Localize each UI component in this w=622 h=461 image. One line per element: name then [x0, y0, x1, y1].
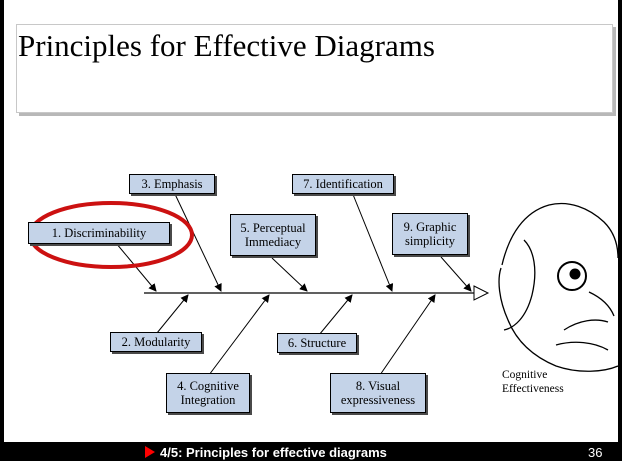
principle-label-line1: 4. Cognitive — [177, 379, 239, 393]
principle-box-graphic-simplicity: 9. Graphic simplicity — [392, 213, 468, 255]
principle-label-line1: 5. Perceptual — [240, 221, 306, 235]
principle-label: 1. Discriminability — [51, 226, 147, 240]
fish-eye-pupil — [569, 268, 581, 280]
outcome-line2: Effectiveness — [502, 383, 564, 395]
rib-perceptual-immediacy — [271, 257, 308, 292]
fishbone-diagram — [28, 191, 618, 376]
principle-label-line1: 9. Graphic — [403, 220, 457, 234]
slide: Principles for Effective Diagrams — [4, 0, 618, 442]
principle-label-line2: Integration — [180, 393, 236, 407]
outcome-line1: Cognitive — [502, 369, 548, 381]
rib-structure — [318, 294, 353, 336]
rib-emphasis — [173, 191, 222, 292]
principle-box-identification: 7. Identification — [292, 174, 394, 194]
principle-box-emphasis: 3. Emphasis — [129, 174, 215, 194]
footer-section-title: 4/5: Principles for effective diagrams — [160, 445, 387, 460]
principle-box-modularity: 2. Modularity — [110, 332, 202, 352]
rib-identification — [351, 191, 394, 292]
footer-bar: 4/5: Principles for effective diagrams 3… — [0, 442, 622, 461]
principle-box-discriminability: 1. Discriminability — [28, 222, 170, 244]
rib-cognitive-integration — [208, 294, 270, 376]
principle-label: 3. Emphasis — [141, 177, 203, 191]
principle-label: 2. Modularity — [121, 335, 191, 349]
principle-label-line2: simplicity — [405, 234, 455, 248]
principle-label-line2: expressiveness — [340, 393, 416, 407]
principle-label-line1: 8. Visual — [355, 379, 401, 393]
principle-box-perceptual-immediacy: 5. Perceptual Immediacy — [230, 214, 316, 256]
page-number: 36 — [588, 445, 603, 460]
spine-arrowhead — [473, 285, 490, 301]
outcome-label: Cognitive Effectiveness — [502, 368, 564, 396]
principle-box-visual-expressiveness: 8. Visual expressiveness — [330, 373, 426, 413]
principle-label: 7. Identification — [303, 177, 383, 191]
play-arrow-icon — [145, 446, 155, 458]
rib-visual-expressiveness — [379, 294, 436, 376]
rib-modularity — [156, 294, 189, 334]
title-frame — [16, 24, 613, 113]
principle-label: 6. Structure — [287, 336, 347, 350]
rib-graphic-simplicity — [440, 256, 472, 292]
principle-box-cognitive-integration: 4. Cognitive Integration — [166, 373, 250, 413]
fish-head-illustration — [498, 202, 618, 372]
principle-box-structure: 6. Structure — [277, 333, 357, 353]
slide-title: Principles for Effective Diagrams — [18, 28, 435, 63]
principle-label-line2: Immediacy — [244, 235, 302, 249]
